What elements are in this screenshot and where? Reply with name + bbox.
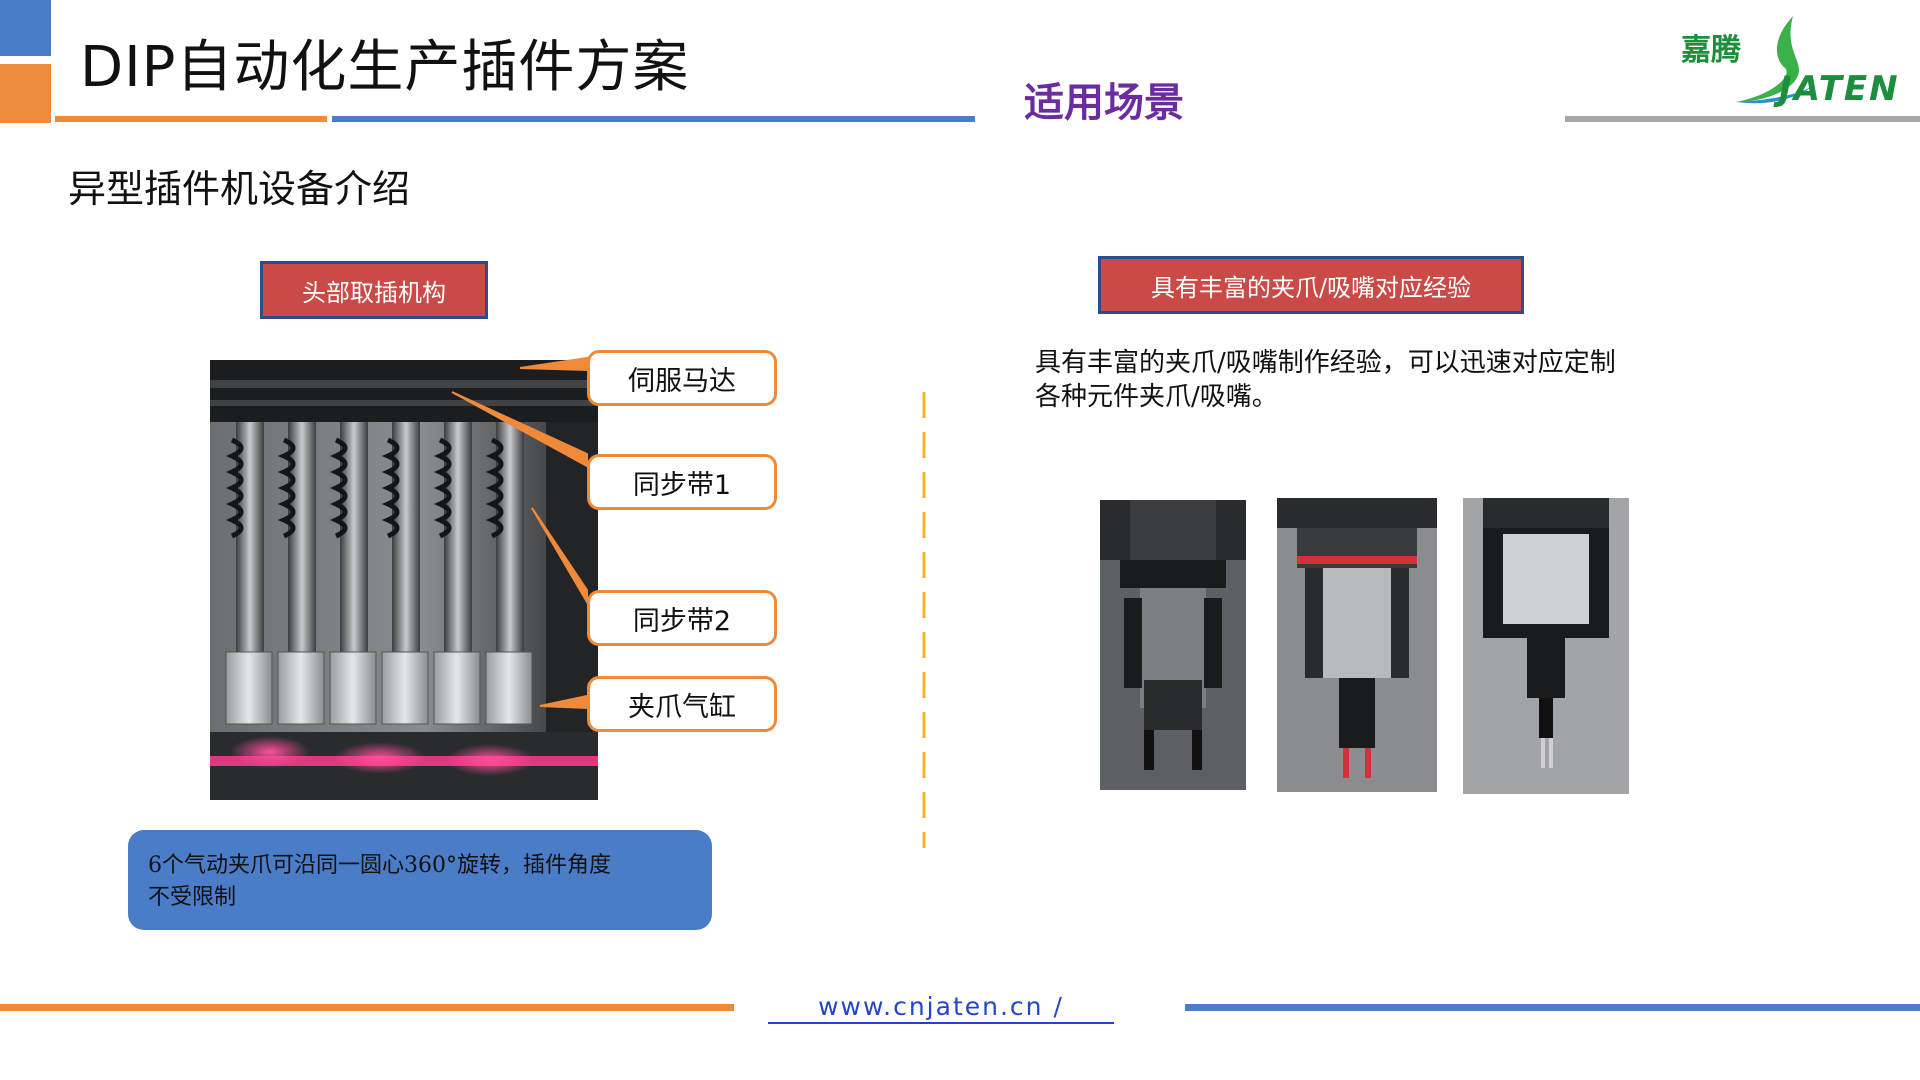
section-title: 适用场景 (1024, 80, 1184, 126)
rotation-note-line-1: 6个气动夹爪可沿同一圆心360°旋转，插件角度 (148, 853, 611, 878)
footer-rule-orange (0, 1004, 734, 1011)
rotation-note-box: 6个气动夹爪可沿同一圆心360°旋转，插件角度 不受限制 (128, 830, 712, 930)
gripper-description: 具有丰富的夹爪/吸嘴制作经验，可以迅速对应定制 各种元件夹爪/吸嘴。 (1035, 346, 1695, 414)
pick-insert-head-photo (210, 360, 598, 800)
gripper-description-line-2: 各种元件夹爪/吸嘴。 (1035, 382, 1278, 412)
gripper-photo-3 (1463, 498, 1629, 794)
callout-gripper-cylinder: 夹爪气缸 (587, 676, 777, 732)
page-subtitle: 异型插件机设备介绍 (68, 167, 411, 211)
corner-accent-orange (0, 64, 51, 123)
corner-accent-blue (0, 0, 51, 56)
logo-en-text: JATEN (1773, 69, 1900, 109)
gripper-photo-2 (1277, 498, 1437, 792)
vertical-divider (922, 392, 926, 848)
rotation-note-line-2: 不受限制 (148, 885, 237, 910)
header-rule-gray (1565, 116, 1920, 122)
header-rule-orange (55, 116, 327, 122)
gripper-photo-1 (1100, 500, 1246, 790)
callout-servo-motor: 伺服马达 (587, 350, 777, 406)
callout-timing-belt-1: 同步带1 (587, 454, 777, 510)
logo-cn-text: 嘉腾 (1681, 33, 1742, 68)
gripper-description-line-1: 具有丰富的夹爪/吸嘴制作经验，可以迅速对应定制 (1035, 348, 1616, 378)
callout-timing-belt-2: 同步带2 (587, 590, 777, 646)
gripper-experience-label: 具有丰富的夹爪/吸嘴对应经验 (1098, 256, 1524, 314)
footer-website-link[interactable]: www.cnjaten.cn / (768, 992, 1114, 1024)
jaten-logo: 嘉腾 JATEN (1675, 10, 1915, 110)
slide-title: DIP自动化生产插件方案 (80, 35, 690, 100)
head-mechanism-label: 头部取插机构 (260, 261, 488, 319)
footer-rule-blue (1185, 1004, 1920, 1011)
header-rule-blue (332, 116, 975, 122)
